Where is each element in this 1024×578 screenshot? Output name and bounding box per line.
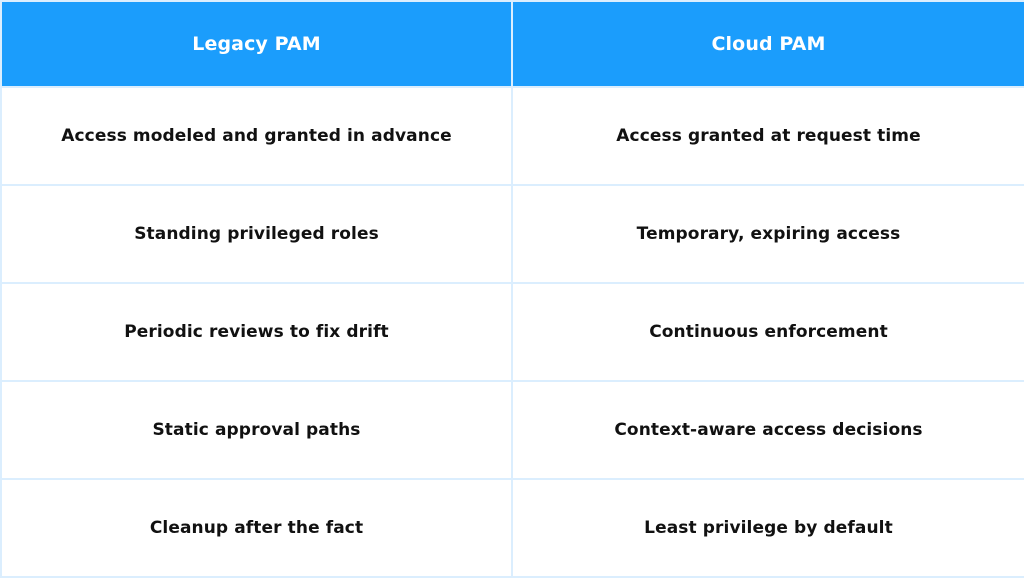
header-row: Legacy PAM Cloud PAM xyxy=(0,0,1024,88)
cloud-cell: Context-aware access decisions xyxy=(511,380,1024,480)
legacy-cell: Periodic reviews to fix drift xyxy=(0,282,513,382)
cloud-cell: Least privilege by default xyxy=(511,478,1024,578)
table-row: Cleanup after the fact Least privilege b… xyxy=(0,478,1024,578)
header-legacy-pam: Legacy PAM xyxy=(0,0,513,88)
table-row: Access modeled and granted in advance Ac… xyxy=(0,86,1024,186)
header-cloud-pam: Cloud PAM xyxy=(511,0,1024,88)
cloud-cell: Continuous enforcement xyxy=(511,282,1024,382)
legacy-cell: Static approval paths xyxy=(0,380,513,480)
cloud-cell: Access granted at request time xyxy=(511,86,1024,186)
legacy-cell: Standing privileged roles xyxy=(0,184,513,284)
legacy-cell: Cleanup after the fact xyxy=(0,478,513,578)
cloud-cell: Temporary, expiring access xyxy=(511,184,1024,284)
table-row: Static approval paths Context-aware acce… xyxy=(0,380,1024,480)
legacy-cell: Access modeled and granted in advance xyxy=(0,86,513,186)
table-row: Standing privileged roles Temporary, exp… xyxy=(0,184,1024,284)
table-row: Periodic reviews to fix drift Continuous… xyxy=(0,282,1024,382)
